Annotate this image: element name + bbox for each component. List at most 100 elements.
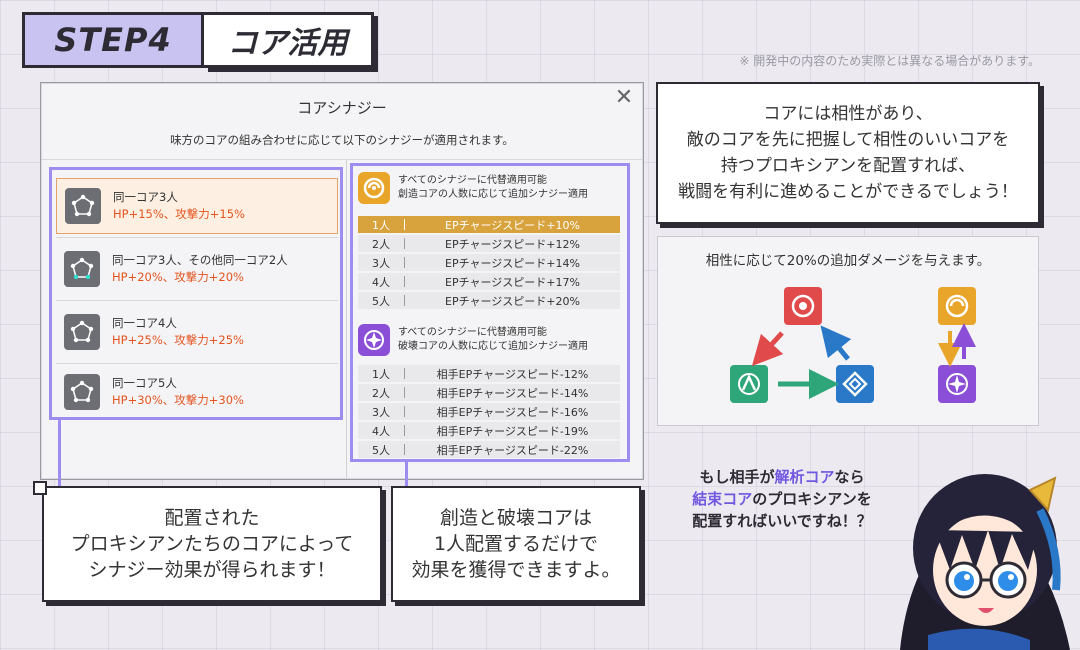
destruction-desc-line1: すべてのシナジーに代替適用可能	[398, 327, 547, 338]
info-line: コアには相性があり、	[763, 104, 933, 124]
affinity-info-box: コアには相性があり、 敵のコアを先に把握して相性のいいコアを 持つプロキシアンを…	[656, 82, 1040, 224]
column-divider	[346, 160, 347, 479]
panel-subtitle: 味方のコアの組み合わせに応じて以下のシナジーが適用されます。	[170, 133, 514, 147]
row-value: 相手EPチャージスピード-12%	[436, 367, 589, 381]
row-value: 相手EPチャージスピード-19%	[436, 424, 589, 438]
core-pentagon-icon	[65, 188, 101, 224]
table-row: 1人 相手EPチャージスピード-12%	[358, 365, 620, 382]
synergy-item[interactable]: 同一コア5人 HP+30%、攻撃力+30%	[56, 364, 338, 420]
affinity-diagram: 相性に応じて20%の追加ダメージを与えます。	[657, 236, 1039, 426]
callout-line: 創造と破壊コアは	[439, 507, 592, 529]
table-row: 3人 相手EPチャージスピード-16%	[358, 403, 620, 420]
synergy-item[interactable]: 同一コア4人 HP+25%、攻撃力+25%	[56, 304, 338, 360]
row-count: 2人	[372, 386, 390, 400]
destruction-rows: 1人 相手EPチャージスピード-12% 2人 相手EPチャージスピード-14% 3人…	[358, 365, 620, 460]
table-row: 2人 EPチャージスピード+12%	[358, 235, 620, 252]
destruction-core-header: すべてのシナジーに代替適用可能 破壊コアの人数に応じて追加シナジー適用	[358, 320, 622, 360]
connector-line	[58, 420, 61, 512]
highlight-frame-left	[49, 167, 343, 420]
separator	[56, 363, 338, 364]
row-value: 相手EPチャージスピード-14%	[436, 386, 589, 400]
speech-highlight: 解析コア	[774, 468, 835, 486]
table-row: 4人 相手EPチャージスピード-19%	[358, 422, 620, 439]
separator	[56, 237, 338, 238]
highlight-frame-right	[350, 163, 630, 462]
green-core-icon	[730, 365, 768, 403]
row-count: 1人	[372, 367, 390, 381]
creation-desc-line2: 創造コアの人数に応じて追加シナジー適用	[398, 189, 588, 200]
affinity-arrows	[751, 323, 976, 399]
callout-line: 1人配置するだけで	[433, 533, 599, 555]
row-count: 5人	[372, 294, 390, 308]
callout-line: シナジー効果が得られます！	[88, 559, 336, 581]
info-line: 持つプロキシアンを配置すれば、	[720, 156, 976, 176]
callout-line: 配置された	[164, 507, 260, 529]
row-count: 1人	[372, 218, 390, 232]
diagram-title: 相性に応じて20%の追加ダメージを与えます。	[705, 253, 991, 269]
disclaimer: ※ 開発中の内容のため実際とは異なる場合があります。	[739, 54, 1040, 68]
callout-core: 創造と破壊コアは 1人配置するだけで 効果を獲得できますよ。	[391, 486, 641, 602]
synergy-bonus: HP+20%、攻撃力+20%	[112, 270, 244, 284]
red-core-icon	[784, 287, 822, 325]
speech-highlight: 結束コア	[692, 490, 753, 508]
mascot-speech: もし相手が解析コアなら 結束コアのプロキシアンを 配置すればいいですね！？	[668, 466, 896, 532]
synergy-item[interactable]: 同一コア3人 HP+15%、攻撃力+15%	[56, 178, 338, 234]
callout-synergy: 配置された プロキシアンたちのコアによって シナジー効果が得られます！	[42, 486, 382, 602]
row-value: EPチャージスピード+12%	[445, 237, 580, 251]
destruction-core-icon	[358, 324, 390, 356]
step-title: コア活用	[204, 12, 374, 68]
creation-core-icon	[358, 172, 390, 204]
separator	[56, 300, 338, 301]
row-value: EPチャージスピード+14%	[445, 256, 580, 270]
table-row: 3人 EPチャージスピード+14%	[358, 254, 620, 271]
speech-text: もし相手が	[699, 468, 775, 486]
synergy-bonus: HP+25%、攻撃力+25%	[112, 333, 244, 347]
row-count: 4人	[372, 424, 390, 438]
table-row: 4人 EPチャージスピード+17%	[358, 273, 620, 290]
speech-text: 配置すればいいですね！？	[692, 512, 872, 530]
creation-core-icon	[938, 287, 976, 325]
row-count: 5人	[372, 443, 390, 457]
row-value: EPチャージスピード+17%	[445, 275, 580, 289]
destruction-desc-line2: 破壊コアの人数に応じて追加シナジー適用	[398, 341, 588, 352]
synergy-bonus: HP+15%、攻撃力+15%	[113, 207, 245, 221]
synergy-bonus: HP+30%、攻撃力+30%	[112, 393, 244, 407]
synergy-name: 同一コア4人	[112, 316, 177, 330]
synergy-name: 同一コア5人	[112, 376, 177, 390]
row-count: 3人	[372, 405, 390, 419]
info-line: 敵のコアを先に把握して相性のいいコアを	[686, 130, 1010, 150]
mascot-character-image	[900, 474, 1070, 650]
synergy-name: 同一コア3人、その他同一コア2人	[112, 253, 288, 267]
table-row: 2人 相手EPチャージスピード-14%	[358, 384, 620, 401]
panel-title: コアシナジー	[297, 99, 387, 117]
row-value: EPチャージスピード+20%	[445, 294, 580, 308]
callout-line: 効果を獲得できますよ。	[411, 559, 621, 581]
row-value: 相手EPチャージスピード-22%	[436, 443, 589, 457]
close-icon[interactable]: ✕	[614, 85, 634, 110]
table-row: 5人 相手EPチャージスピード-22%	[358, 441, 620, 458]
creation-core-header: すべてのシナジーに代替適用可能 創造コアの人数に応じて追加シナジー適用	[358, 168, 622, 208]
synergy-item[interactable]: 同一コア3人、その他同一コア2人 HP+20%、攻撃力+20%	[56, 241, 338, 297]
table-row: 5人 EPチャージスピード+20%	[358, 292, 620, 309]
row-count: 3人	[372, 256, 390, 270]
row-count: 4人	[372, 275, 390, 289]
creation-desc-line1: すべてのシナジーに代替適用可能	[398, 175, 547, 186]
core-pentagon-icon	[64, 314, 100, 350]
row-value: 相手EPチャージスピード-16%	[436, 405, 589, 419]
speech-text: のプロキシアンを	[752, 490, 872, 508]
corner-marker	[33, 481, 47, 495]
divider	[41, 159, 643, 160]
core-pentagon-icon	[64, 251, 100, 287]
table-row: 1人 EPチャージスピード+10%	[358, 216, 620, 233]
row-count: 2人	[372, 237, 390, 251]
step-header: STEP4 コア活用	[22, 12, 374, 68]
speech-text: なら	[834, 468, 865, 486]
destruction-core-icon	[938, 365, 976, 403]
synergy-name: 同一コア3人	[113, 190, 178, 204]
info-line: 戦闘を有利に進めることができるでしょう！	[678, 182, 1018, 202]
step-number: STEP4	[22, 12, 204, 68]
row-value: EPチャージスピード+10%	[445, 218, 580, 232]
blue-core-icon	[836, 365, 874, 403]
creation-rows: 1人 EPチャージスピード+10% 2人 EPチャージスピード+12% 3人 EPチャ…	[358, 216, 620, 311]
callout-line: プロキシアンたちのコアによって	[70, 533, 354, 555]
